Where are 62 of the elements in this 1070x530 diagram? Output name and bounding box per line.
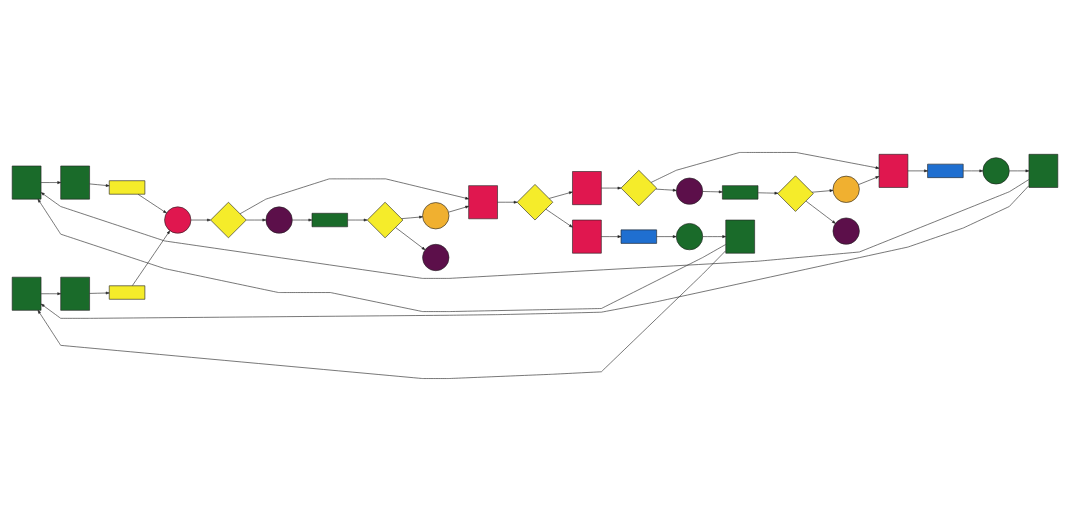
arrow: [89, 183, 110, 187]
node-circle: [676, 222, 704, 250]
arrow: [548, 190, 573, 199]
node-bar: [620, 229, 657, 244]
node-circle: [422, 201, 450, 229]
node-box: [725, 219, 755, 253]
node-circle: [265, 206, 293, 234]
node-diamond: [777, 175, 814, 212]
arrow: [89, 291, 110, 294]
arrow: [601, 186, 622, 189]
node-box: [60, 276, 90, 311]
node-circle: [832, 175, 860, 203]
arrow: [246, 218, 267, 221]
node-bar: [108, 179, 146, 195]
arrow: [137, 193, 167, 213]
arrow: [40, 185, 1030, 319]
arrow: [702, 234, 726, 238]
node-diamond: [366, 201, 404, 238]
node-bar: [311, 212, 348, 227]
node-circle: [982, 156, 1010, 184]
node-box: [60, 165, 90, 199]
arrow: [190, 218, 211, 221]
arrow: [239, 178, 469, 214]
arrow: [656, 234, 677, 238]
node-bar: [108, 284, 146, 300]
arrow: [347, 218, 368, 221]
node-box: [11, 276, 42, 311]
node-box: [468, 184, 498, 219]
arrow: [805, 200, 836, 224]
node-bar: [722, 184, 759, 199]
arrow: [40, 291, 61, 295]
node-diamond: [516, 183, 554, 220]
node-box: [572, 219, 602, 253]
arrow: [37, 250, 726, 379]
node-diamond: [210, 201, 247, 238]
node-box: [878, 153, 909, 188]
arrow: [292, 218, 313, 221]
arrow: [811, 188, 834, 193]
arrow: [401, 215, 423, 219]
arrow: [132, 230, 171, 286]
arrow: [395, 226, 426, 250]
arrow: [37, 198, 726, 312]
node-circle: [676, 177, 704, 205]
arrow: [448, 205, 469, 212]
arrow: [757, 191, 779, 195]
arrow: [601, 234, 622, 238]
arrow: [545, 208, 573, 227]
arrow: [650, 151, 880, 183]
node-box: [1028, 153, 1059, 188]
arrow: [655, 188, 677, 192]
arrow: [40, 178, 1030, 279]
node-box: [572, 170, 602, 205]
arrow: [963, 169, 984, 172]
node-box: [11, 165, 42, 199]
arrow: [497, 200, 518, 204]
arrow: [40, 180, 61, 184]
arrow: [907, 169, 928, 172]
node-bar: [927, 163, 964, 178]
arrow: [1009, 169, 1030, 172]
arrow: [702, 190, 723, 193]
node-diamond: [620, 169, 657, 206]
arrow: [858, 175, 880, 185]
